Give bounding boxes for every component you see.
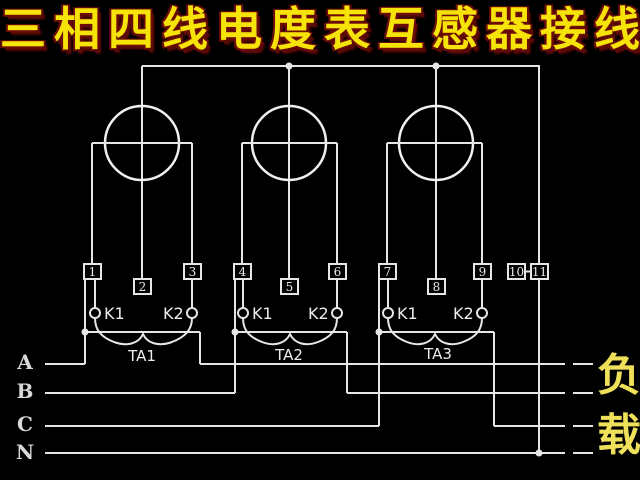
terminal-number: 10 [509, 265, 524, 279]
terminal-number: 5 [286, 280, 294, 294]
phase-a-label: A [16, 350, 33, 374]
terminal-number: 1 [89, 265, 97, 279]
k2-terminal-circle [476, 307, 488, 319]
terminal-number: 4 [239, 265, 247, 279]
phase-lines: A B C N [16, 279, 593, 464]
terminal-11: 11 [530, 263, 549, 280]
terminal-7: 7 [378, 263, 397, 280]
terminal-number: 11 [532, 265, 547, 279]
terminal-number: 3 [189, 265, 197, 279]
k1-label: K1 [252, 304, 273, 323]
terminal-10: 10 [507, 263, 526, 280]
phase-b-label: B [17, 379, 34, 403]
terminal-number: 7 [384, 265, 392, 279]
secondary-coil-arcs [242, 317, 338, 346]
k1-label: K1 [397, 304, 418, 323]
primary-junction-dot [375, 328, 383, 336]
k2-label: K2 [453, 304, 474, 323]
primary-junction-dot [231, 328, 239, 336]
secondary-coil-arcs [94, 317, 193, 346]
terminal-9: 9 [473, 263, 492, 280]
ta3-label: TA3 [423, 345, 452, 363]
ta1-label: TA1 [127, 347, 156, 365]
ct-ta2: K1 K2 TA2 [231, 279, 348, 393]
terminal-box [83, 263, 102, 280]
k1-label: K1 [104, 304, 125, 323]
terminal-number: 6 [334, 265, 342, 279]
ta2-label: TA2 [274, 346, 303, 364]
meter-element-1 [91, 66, 193, 279]
ct-ta3: K1 K2 TA3 [375, 279, 495, 426]
terminal-4: 4 [233, 263, 252, 280]
terminal-strip: 1 2 3 4 5 6 7 [83, 263, 549, 295]
k1-terminal-circle [89, 307, 101, 319]
terminal-box [133, 278, 152, 295]
bus-line [142, 65, 540, 264]
ct-ta1: K1 K2 TA1 [81, 279, 201, 365]
load-char-1: 负 [597, 350, 640, 401]
terminal-5: 5 [280, 278, 299, 295]
load-char-2: 载 [597, 410, 640, 461]
terminal-box [427, 278, 446, 295]
k1-terminal-circle [382, 307, 394, 319]
k2-terminal-circle [331, 307, 343, 319]
terminal-8: 8 [427, 278, 446, 295]
k1-terminal-circle [237, 307, 249, 319]
meter-element-3 [386, 66, 483, 279]
primary-junction-dot [81, 328, 89, 336]
terminal-3: 3 [183, 263, 202, 280]
terminal-box [280, 278, 299, 295]
load-label: 负 载 [597, 350, 640, 461]
k2-label: K2 [163, 304, 184, 323]
k2-label: K2 [308, 304, 329, 323]
terminal-6: 6 [328, 263, 347, 280]
terminal-number: 9 [479, 265, 487, 279]
neutral-junction-dot [535, 449, 543, 457]
k2-terminal-circle [186, 307, 198, 319]
terminal-number: 8 [433, 280, 441, 294]
top-bus [142, 62, 540, 264]
phase-c-label: C [17, 412, 33, 436]
neutral-label: N [16, 440, 34, 464]
terminal-1: 1 [83, 263, 102, 280]
secondary-coil-arcs [387, 317, 483, 346]
terminal-2: 2 [133, 278, 152, 295]
page-title: 三相四线电度表互感器接线 [0, 2, 640, 56]
terminal-number: 2 [139, 280, 147, 294]
meter-element-2 [241, 66, 338, 279]
